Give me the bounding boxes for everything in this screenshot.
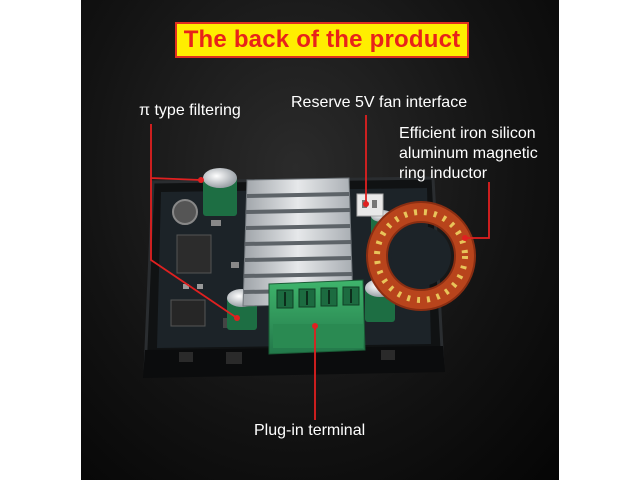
control-chip — [176, 234, 212, 274]
label-inductor-line: aluminum magnetic — [399, 145, 538, 162]
callout-dot — [234, 315, 240, 321]
driver-chip — [170, 299, 206, 327]
title-banner: The back of the product — [175, 22, 469, 58]
callout-dot — [462, 235, 468, 241]
callout-dot — [363, 201, 369, 207]
callout-lines — [150, 115, 490, 420]
label-plug-in-terminal: Plug-in terminal — [254, 422, 366, 439]
smd-component — [197, 284, 203, 289]
fan-connector — [356, 193, 384, 217]
smd-component — [183, 284, 189, 289]
capacitor-top-left — [203, 168, 237, 216]
callout-inductor — [465, 182, 490, 239]
label-inductor-line: ring inductor — [399, 165, 488, 182]
housing-clip — [226, 352, 242, 364]
smd-component — [231, 262, 239, 268]
product-photo: The back of the product π type filtering… — [81, 0, 559, 480]
callout-pi-filter-bottom — [150, 178, 238, 319]
label-inductor-line: Efficient iron silicon — [399, 125, 536, 142]
callout-pi-filter-top — [150, 124, 202, 181]
plug-in-terminal — [268, 279, 366, 355]
page-title: The back of the product — [183, 26, 461, 53]
label-fan-interface: Reserve 5V fan interface — [291, 94, 468, 111]
label-pi-filter: π type filtering — [139, 102, 241, 119]
callout-dot — [312, 323, 318, 329]
pi-filter-capacitor-small — [172, 199, 198, 225]
callout-dot — [198, 177, 204, 183]
toroid-inductor — [366, 201, 476, 311]
housing-clip — [179, 352, 193, 362]
module-illustration — [143, 115, 490, 420]
housing-clip — [381, 350, 395, 360]
heatsink — [242, 177, 354, 307]
smd-component — [211, 220, 221, 226]
label-inductor: Efficient iron silicon aluminum magnetic… — [399, 124, 538, 184]
